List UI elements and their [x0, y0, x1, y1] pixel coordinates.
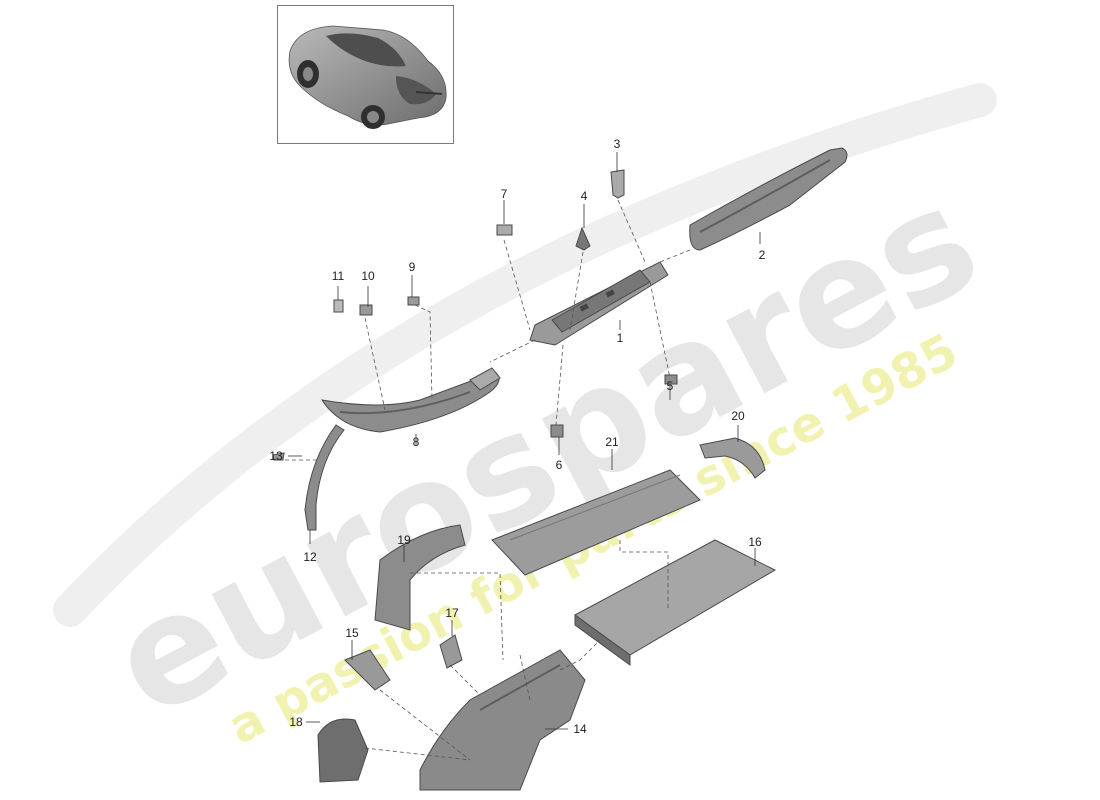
callout-2: 2	[759, 248, 766, 262]
callout-9: 9	[409, 260, 416, 274]
car-thumbnail-icon	[288, 25, 447, 129]
part-19-panel	[374, 524, 466, 631]
callout-18: 18	[289, 715, 303, 729]
callout-17: 17	[445, 606, 459, 620]
callout-6: 6	[556, 458, 563, 472]
part-13-screw	[272, 452, 285, 461]
part-12-seal-strip	[304, 424, 345, 531]
callout-5: 5	[667, 379, 674, 393]
callout-13: 13	[269, 449, 283, 463]
part-6-clip	[550, 424, 564, 438]
part-17-clip	[439, 634, 463, 669]
part-8-pillar-trim	[320, 367, 501, 433]
car-thumbnail	[277, 5, 454, 144]
part-20-bracket	[699, 437, 766, 479]
part-9-clip	[407, 296, 420, 306]
part-21-floor-panel	[491, 469, 701, 576]
callout-labels: 3 4 7 2 9 10 11 1 5 20 8 21 13 6 19 16 1…	[269, 137, 765, 736]
part-5-clip	[664, 374, 678, 385]
callout-4: 4	[581, 189, 588, 203]
watermark-swoosh	[53, 83, 997, 627]
part-14-rear-side-panel	[419, 649, 586, 791]
callout-14: 14	[573, 722, 587, 736]
watermark: eurospares a passion for parts since 198…	[53, 83, 1004, 756]
part-11-nut	[333, 299, 344, 313]
callout-15: 15	[345, 626, 359, 640]
part-10-clip	[359, 304, 373, 316]
callout-1: 1	[617, 331, 624, 345]
callout-19: 19	[397, 533, 411, 547]
callout-20: 20	[731, 409, 745, 423]
callout-10: 10	[361, 269, 375, 283]
part-18-handle	[317, 718, 369, 783]
callout-3: 3	[614, 137, 621, 151]
callout-8: 8	[413, 435, 420, 449]
callout-7: 7	[501, 187, 508, 201]
callout-16: 16	[748, 535, 762, 549]
part-3-screw	[610, 169, 625, 199]
part-2-roof-trim	[689, 147, 848, 251]
callout-12: 12	[303, 550, 317, 564]
part-15-bracket	[344, 649, 391, 691]
part-4-clip	[575, 226, 591, 251]
callout-11: 11	[332, 269, 345, 283]
callout-21: 21	[605, 435, 619, 449]
part-7-clip	[496, 224, 513, 236]
